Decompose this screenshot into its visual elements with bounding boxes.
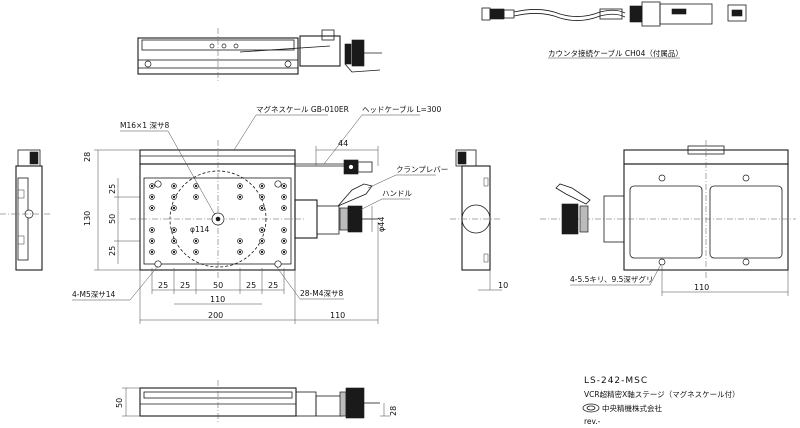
m5-tapped-hole: [274, 180, 282, 188]
dim-200: 200: [208, 311, 223, 320]
top-view: [137, 28, 382, 82]
m4-tapped-hole-center: [260, 206, 264, 210]
m4-tapped-hole-center: [150, 239, 154, 243]
m4-tapped-hole-center: [194, 195, 198, 199]
tapped-holes: [149, 180, 287, 268]
m4-tapped-hole-center: [172, 228, 176, 232]
m4-tapped-hole-center: [260, 239, 264, 243]
dim-25-d: 25: [180, 281, 190, 290]
m4-tapped-hole-center: [150, 206, 154, 210]
dim-25-a: 25: [108, 184, 117, 194]
cable-ch04-label: カウンタ接続ケーブル CH04（付属品）: [548, 48, 683, 58]
dim-25-f: 25: [268, 281, 278, 290]
m4-tapped-hole-center: [282, 250, 286, 254]
handle-label: ハンドル: [382, 189, 412, 198]
m4-tapped-hole-center: [282, 206, 286, 210]
m4-tapped-hole-center: [282, 239, 286, 243]
dim-phi44: φ44: [377, 217, 386, 232]
m4-tapped-hole-center: [172, 250, 176, 254]
front-view: [122, 380, 390, 424]
m4-tapped-hole-center: [194, 184, 198, 188]
m4-tapped-hole-center: [238, 250, 242, 254]
m4-tapped-hole-center: [260, 250, 264, 254]
dim-28-bot: 28: [389, 406, 398, 416]
company-logo: [582, 403, 600, 413]
m16-label: M16×1 深サ8: [120, 121, 169, 130]
m4-tapped-hole-center: [238, 195, 242, 199]
drill-label: 4-5.5キリ、9.5深ザグリ: [570, 274, 653, 284]
m5-tapped-hole: [154, 180, 162, 188]
dim-110: 110: [210, 295, 225, 304]
dim-130: 130: [83, 211, 92, 226]
m4-tapped-hole-center: [260, 195, 264, 199]
m4-tapped-hole-center: [150, 228, 154, 232]
m4-tapped-hole-center: [172, 206, 176, 210]
magnescale-label: マグネスケール GB-010ER: [256, 104, 349, 114]
dim-25-b: 25: [108, 246, 117, 256]
company-name: 中央精機株式会社: [602, 403, 662, 413]
m4-tapped-hole-center: [260, 184, 264, 188]
dim-28-top: 28: [83, 152, 92, 162]
m5-tapped-hole: [154, 260, 162, 268]
m4-tapped-hole-center: [194, 239, 198, 243]
dim-25-e: 25: [246, 281, 256, 290]
title-block: LS-242-MSC VCR超精密X軸ステージ（マグネスケール付） 中央精機株式…: [582, 376, 740, 426]
m4-tapped-hole-center: [282, 228, 286, 232]
revision: rev.-: [584, 417, 601, 426]
m4-tapped-hole-center: [238, 184, 242, 188]
dim-50-v: 50: [108, 214, 117, 224]
model-description: VCR超精密X軸ステージ（マグネスケール付）: [584, 389, 740, 399]
dim-50-bot: 50: [115, 398, 124, 408]
clamp-lever-label: クランプレバー: [396, 165, 448, 174]
m4-tapped-hole-center: [282, 184, 286, 188]
dim-110-r: 110: [694, 283, 709, 292]
dim-10: 10: [498, 281, 508, 290]
m4-tapped-hole-center: [260, 228, 264, 232]
m4-tapped-hole-center: [150, 195, 154, 199]
m4-tapped-hole-center: [194, 250, 198, 254]
dim-110-b: 110: [330, 311, 345, 320]
m4-tapped-hole-center: [150, 184, 154, 188]
m4-tapped-hole-center: [282, 195, 286, 199]
horizontal-dimensions: [139, 146, 379, 324]
m4-label: 28-M4深サ8: [300, 289, 343, 298]
vertical-dimensions: [94, 149, 140, 271]
right-side-view: [450, 149, 502, 291]
m5-tapped-hole: [274, 260, 282, 268]
m4-tapped-hole-center: [150, 250, 154, 254]
feed-mechanism: [294, 159, 378, 239]
m4-tapped-hole-center: [238, 239, 242, 243]
main-plan-view: [130, 140, 305, 278]
dim-50-h: 50: [213, 281, 223, 290]
phi114-label: φ114: [190, 225, 209, 234]
m4-tapped-hole-center: [172, 195, 176, 199]
m5-label: 4-M5深サ14: [72, 290, 115, 299]
m4-tapped-hole-center: [172, 184, 176, 188]
m4-tapped-hole-center: [172, 239, 176, 243]
counter-cable-ch04: [481, 1, 747, 27]
dim-44: 44: [338, 139, 348, 148]
left-side-view: [0, 149, 50, 271]
dim-25-c: 25: [158, 281, 168, 290]
model-number: LS-242-MSC: [584, 376, 648, 386]
bottom-plan-view: [540, 140, 796, 280]
head-cable-label: ヘッドケーブル L=300: [362, 104, 441, 114]
